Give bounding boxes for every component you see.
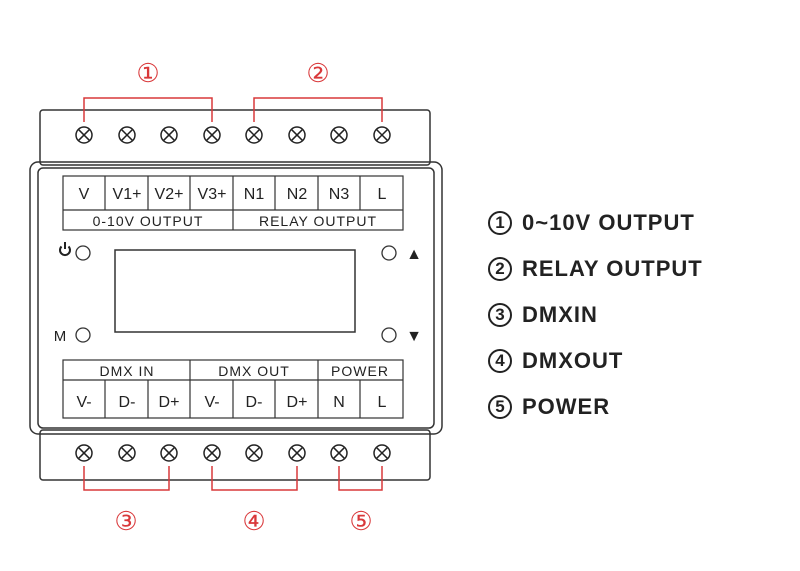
down-button[interactable]: ▼ [381, 327, 422, 345]
terminal-label-top-8: L [378, 186, 387, 203]
terminal-label-top-5: N1 [244, 186, 265, 203]
bottom-callout-brackets [83, 466, 383, 491]
terminal-label-bottom-7: N [333, 394, 345, 411]
top-terminal-screws [75, 126, 391, 144]
power-icon [59, 242, 71, 256]
callout-2: ② [306, 58, 329, 88]
up-button[interactable]: ▲ [381, 245, 422, 263]
legend-item-power: 5 POWER [488, 384, 788, 430]
legend-item-relay-output: 2 RELAY OUTPUT [488, 246, 788, 292]
legend-text: POWER [522, 394, 611, 419]
legend-item-dmxout: 4 DMXOUT [488, 338, 788, 384]
terminal-screw-top-1 [75, 126, 93, 144]
terminal-label-top-7: N3 [329, 186, 350, 203]
terminal-screw-top-8 [373, 126, 391, 144]
terminal-screw-bottom-5 [245, 444, 263, 462]
legend-text: RELAY OUTPUT [522, 256, 703, 281]
bottom-terminal-screws [75, 444, 391, 462]
terminal-label-bottom-1: V- [76, 394, 91, 411]
terminal-screw-bottom-8 [373, 444, 391, 462]
legend-text: DMXOUT [522, 348, 624, 373]
callout-3: ③ [114, 506, 137, 536]
terminal-label-bottom-8: L [378, 394, 387, 411]
down-arrow-icon: ▼ [406, 328, 422, 345]
terminal-label-bottom-2: D- [119, 394, 136, 411]
legend-text: 0~10V OUTPUT [522, 210, 695, 235]
bottom-terminal-labels: V- D- D+ V- D- D+ N L [76, 394, 386, 411]
top-callout-brackets [83, 97, 383, 122]
group-label-0-10v-output: 0-10V OUTPUT [93, 213, 204, 229]
device-housing [29, 109, 443, 481]
legend-number: 4 [488, 349, 512, 373]
terminal-screw-bottom-1 [75, 444, 93, 462]
legend-text: DMXIN [522, 302, 598, 327]
legend-number: 2 [488, 257, 512, 281]
legend: 1 0~10V OUTPUT 2 RELAY OUTPUT 3 DMXIN 4 … [488, 200, 788, 430]
terminal-screw-bottom-4 [203, 444, 221, 462]
terminal-screw-top-7 [330, 126, 348, 144]
group-label-power: POWER [331, 363, 389, 379]
terminal-label-top-3: V2+ [155, 186, 184, 203]
group-label-relay-output: RELAY OUTPUT [259, 213, 377, 229]
group-label-dmx-in: DMX IN [100, 363, 155, 379]
terminal-label-top-2: V1+ [113, 186, 142, 203]
bottom-terminal-table [62, 359, 404, 419]
group-label-dmx-out: DMX OUT [218, 363, 290, 379]
legend-item-dmxin: 3 DMXIN [488, 292, 788, 338]
terminal-screw-top-2 [118, 126, 136, 144]
callout-4: ④ [242, 506, 265, 536]
terminal-screw-bottom-6 [288, 444, 306, 462]
mode-label: M [54, 328, 67, 345]
lcd-display [114, 249, 356, 333]
terminal-label-bottom-3: D+ [159, 394, 180, 411]
terminal-screw-bottom-7 [330, 444, 348, 462]
terminal-label-top-4: V3+ [198, 186, 227, 203]
terminal-label-bottom-6: D+ [287, 394, 308, 411]
top-terminal-labels: V V1+ V2+ V3+ N1 N2 N3 L [79, 186, 387, 203]
legend-number: 1 [488, 211, 512, 235]
legend-number: 3 [488, 303, 512, 327]
mode-button[interactable]: M [54, 327, 91, 345]
terminal-label-bottom-5: D- [246, 394, 263, 411]
terminal-screw-bottom-2 [118, 444, 136, 462]
terminal-screw-top-4 [203, 126, 221, 144]
terminal-label-top-6: N2 [287, 186, 308, 203]
callout-5: ⑤ [349, 506, 372, 536]
terminal-screw-bottom-3 [160, 444, 178, 462]
legend-number: 5 [488, 395, 512, 419]
up-arrow-icon: ▲ [406, 246, 422, 263]
terminal-screw-top-5 [245, 126, 263, 144]
terminal-label-bottom-4: V- [204, 394, 219, 411]
top-terminal-table [62, 175, 404, 231]
terminal-screw-top-6 [288, 126, 306, 144]
terminal-screw-top-3 [160, 126, 178, 144]
legend-item-0-10v-output: 1 0~10V OUTPUT [488, 200, 788, 246]
terminal-label-top-1: V [79, 186, 90, 203]
callout-1: ① [136, 58, 159, 88]
power-button[interactable] [59, 242, 91, 261]
